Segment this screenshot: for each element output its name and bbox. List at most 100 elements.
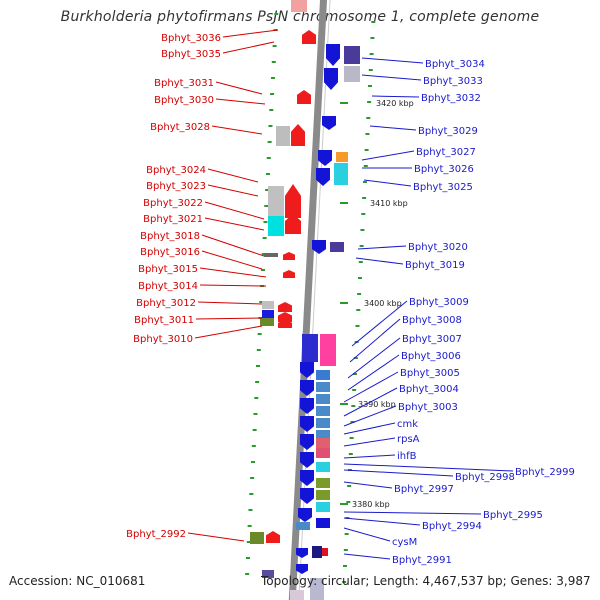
gene-block: [262, 301, 274, 309]
gene-label-right: ihfB: [397, 451, 417, 462]
leader-line-right: [343, 387, 398, 417]
gene-label-left: Bphyt_3018: [140, 231, 200, 242]
gene-label-left: Bphyt_3024: [146, 165, 206, 176]
gene-block: [316, 418, 330, 428]
leader-line-left: [204, 217, 265, 231]
leader-line-right: [343, 527, 391, 542]
gene-label-left: Bphyt_3036: [161, 33, 221, 44]
leader-line-left: [204, 201, 265, 220]
gene-arrow-forward: [266, 531, 280, 543]
gene-label-left: Bphyt_3010: [133, 334, 193, 345]
leader-line-right: [357, 245, 407, 250]
leader-line-left: [201, 250, 263, 270]
gene-label-right: Bphyt_3034: [425, 59, 485, 70]
gene-block: [262, 310, 274, 318]
gene-block: [316, 406, 330, 416]
gene-block: [262, 570, 274, 578]
gene-block: [316, 448, 330, 458]
leader-line-right: [343, 371, 399, 403]
gene-label-right: Bphyt_2998: [455, 472, 515, 483]
gene-arrow-reverse: [298, 508, 312, 522]
leader-line-right: [343, 553, 391, 560]
gene-label-right: Bphyt_2995: [483, 510, 543, 521]
gene-block: [330, 242, 344, 252]
leader-line-right: [343, 481, 393, 489]
gene-arrow-reverse: [300, 398, 314, 414]
gene-arrow-forward: [291, 124, 305, 146]
gene-label-right: Bphyt_3027: [416, 147, 476, 158]
gene-arrow-reverse: [300, 488, 314, 504]
leader-line-left: [195, 317, 263, 320]
gene-block: [264, 253, 278, 257]
gene-arrow-forward: [278, 320, 292, 328]
gene-arrow-forward: [302, 30, 316, 44]
gene-arrow-reverse: [296, 548, 308, 558]
gene-arrow-reverse: [312, 240, 326, 254]
leader-line-right: [355, 257, 404, 265]
gene-label-right: Bphyt_3003: [398, 402, 458, 413]
leader-line-right: [349, 318, 401, 363]
gene-arrow-forward: [278, 312, 292, 322]
gene-label-right: Bphyt_3007: [402, 334, 462, 345]
gene-label-right: Bphyt_3029: [418, 126, 478, 137]
gene-block: [316, 490, 330, 500]
gene-arrow-reverse: [300, 452, 314, 468]
kbp-marker-label: 3400 kbp: [364, 299, 402, 308]
leader-line-right: [371, 95, 420, 98]
gene-block: [316, 382, 330, 392]
accession-text: Accession: NC_010681: [9, 574, 146, 588]
gene-block: [250, 532, 264, 544]
kbp-marker-label: 3380 kbp: [352, 500, 390, 509]
leader-line-right: [361, 57, 424, 64]
gene-arrow-reverse: [326, 44, 340, 66]
gene-block: [296, 522, 310, 530]
gene-block: [316, 462, 330, 472]
gene-label-left: Bphyt_3021: [143, 214, 203, 225]
gene-arrow-reverse: [300, 470, 314, 486]
gene-arrow-reverse: [318, 150, 332, 166]
gene-label-right: Bphyt_2997: [394, 484, 454, 495]
gene-label-right: Bphyt_3009: [409, 297, 469, 308]
gene-label-left: Bphyt_3028: [150, 122, 210, 133]
gene-block: [312, 546, 322, 558]
topology-text: Topology: circular; Length: 4,467,537 bp…: [261, 574, 591, 588]
gene-block: [334, 163, 348, 185]
leader-line-right: [361, 150, 415, 161]
leader-line-right: [343, 422, 396, 435]
gene-arrow-forward: [283, 252, 295, 260]
leader-line-right: [351, 300, 408, 347]
gene-block: [316, 430, 330, 440]
leader-line-right: [347, 337, 401, 379]
gene-label-left: Bphyt_3023: [146, 181, 206, 192]
map-title: Burkholderia phytofirmans PsJN chromosom…: [60, 9, 540, 25]
leader-line-left: [222, 41, 275, 54]
gene-arrow-reverse: [300, 362, 314, 378]
gene-label-left: Bphyt_3014: [138, 281, 198, 292]
gene-label-left: Bphyt_3031: [154, 78, 214, 89]
gene-label-right: Bphyt_3008: [402, 315, 462, 326]
leader-line-left: [199, 267, 267, 278]
gene-label-left: Bphyt_3022: [143, 198, 203, 209]
leader-line-right: [343, 517, 421, 526]
gene-arrow-reverse: [296, 564, 308, 574]
gene-block: [316, 502, 330, 512]
leader-line-left: [222, 29, 279, 38]
leader-line-right: [369, 125, 417, 131]
gene-arrow-reverse: [322, 116, 336, 130]
leader-line-left: [207, 184, 259, 197]
gene-arrow-reverse: [324, 68, 338, 90]
gene-block: [290, 590, 304, 600]
gene-label-right: Bphyt_2991: [392, 555, 452, 566]
gene-arrow-forward: [297, 90, 311, 104]
gene-label-right: Bphyt_3005: [400, 368, 460, 379]
gene-label-left: Bphyt_3011: [134, 315, 194, 326]
gene-arrow-reverse: [316, 168, 330, 186]
leader-line-right: [363, 179, 412, 187]
gene-block: [316, 438, 330, 448]
leader-line-right: [343, 454, 396, 459]
gene-label-right: Bphyt_3025: [413, 182, 473, 193]
kbp-marker-label: 3420 kbp: [376, 99, 414, 108]
gene-label-right: Bphyt_2999: [515, 467, 575, 478]
leader-line-left: [194, 325, 263, 339]
gene-label-right: cysM: [392, 537, 417, 548]
